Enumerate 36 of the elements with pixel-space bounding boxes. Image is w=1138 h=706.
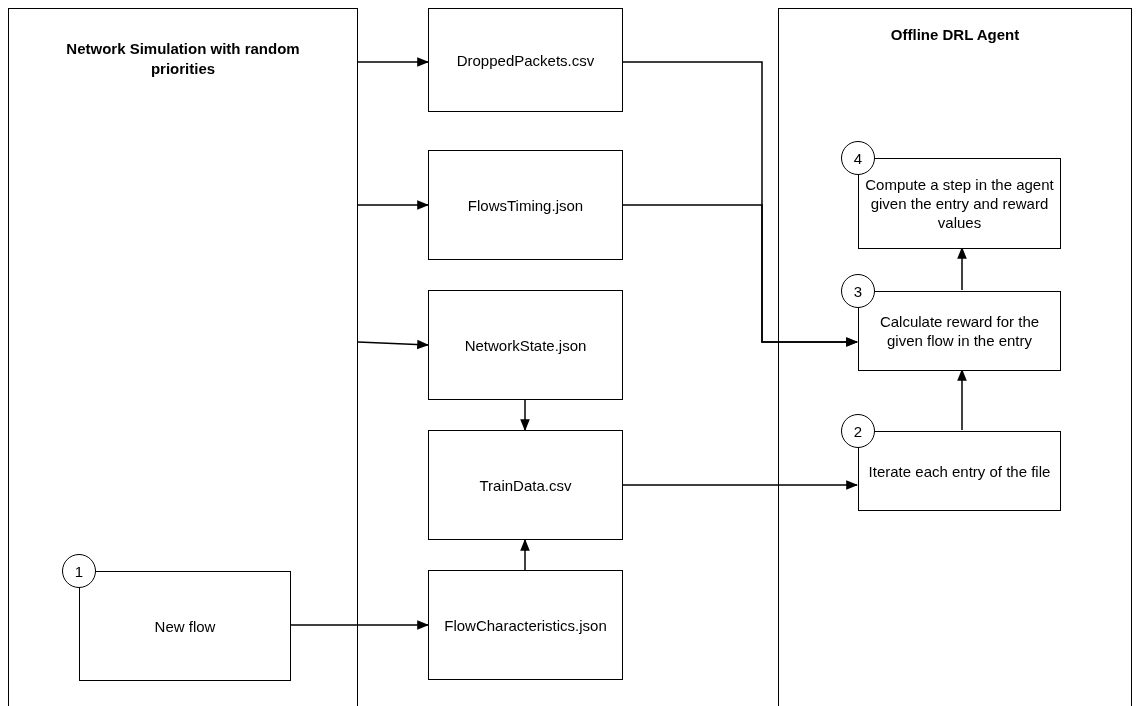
arrow: [357, 200, 430, 210]
step-number: 4: [853, 148, 863, 168]
arrow: [957, 246, 967, 291]
process-box: [428, 290, 623, 400]
process-box: [428, 430, 623, 540]
arrow: [357, 339, 430, 350]
step-number: 2: [853, 421, 863, 441]
arrow: [520, 538, 530, 571]
step-circle: [841, 141, 875, 175]
box-label: FlowCharacteristics.json: [444, 615, 607, 635]
group-panel: [8, 8, 358, 706]
box-label: Calculate reward for the given flow in the entry: [878, 312, 1041, 350]
arrow: [622, 204, 859, 347]
step-circle: [841, 414, 875, 448]
box-label: TrainData.csv: [479, 475, 572, 495]
arrow: [357, 57, 430, 67]
box-label: NetworkState.json: [464, 335, 587, 355]
step-number: 3: [853, 281, 863, 301]
arrow: [957, 368, 967, 431]
step-number: 1: [74, 561, 84, 581]
step-circle: [841, 274, 875, 308]
panel-title: Offline DRL Agent: [889, 25, 1021, 45]
box-label: FlowsTiming.json: [467, 195, 584, 215]
box-label: New flow: [154, 616, 216, 636]
arrow: [289, 620, 430, 630]
box-label: Iterate each entry of the file: [868, 461, 1051, 481]
box-label: DroppedPackets.csv: [456, 50, 595, 70]
group-panel: [778, 8, 1132, 706]
box-label: Compute a step in the agent given the entry and reward values: [865, 175, 1054, 232]
process-box: [428, 150, 623, 260]
panel-title: Network Simulation with random priorities: [65, 39, 301, 79]
process-box: [428, 8, 623, 112]
step-circle: [62, 554, 96, 588]
arrow: [622, 480, 859, 490]
arrow: [520, 399, 530, 432]
process-box: [428, 570, 623, 680]
